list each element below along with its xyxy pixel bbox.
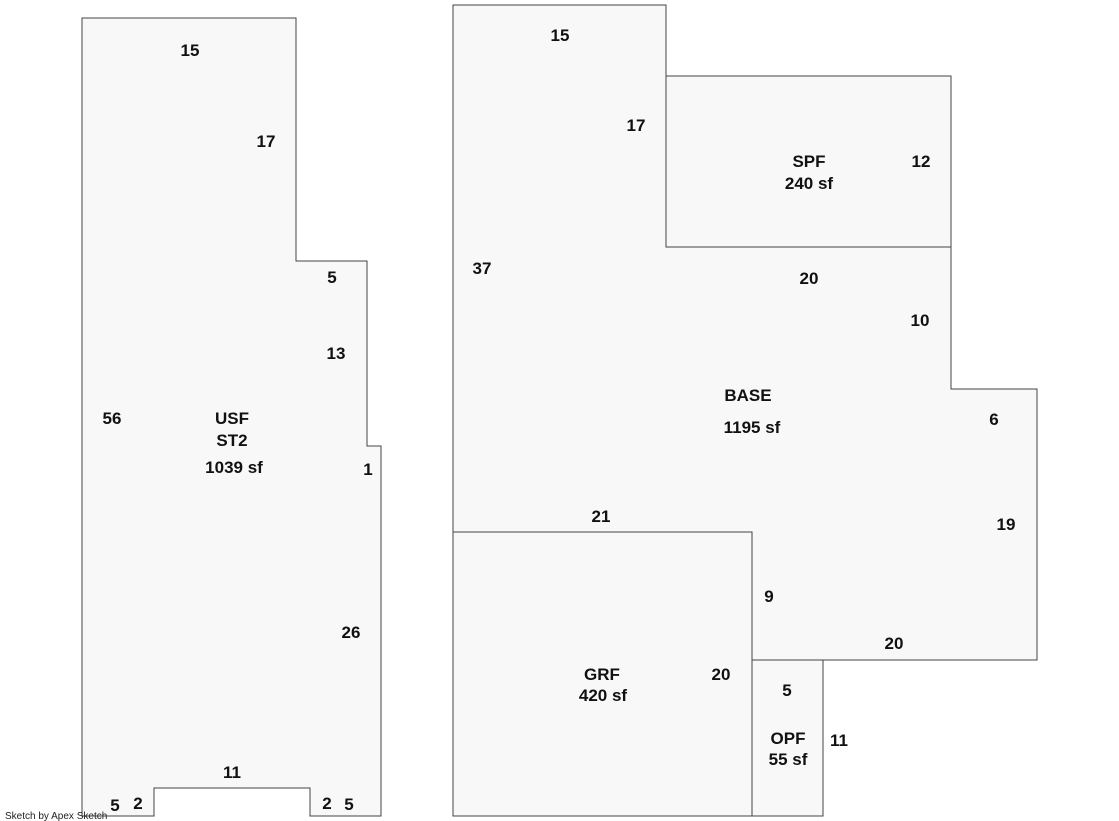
- spf-name: SPF: [792, 152, 825, 171]
- usf-outline: [81, 17, 382, 817]
- spf-area: 240 sf: [785, 174, 834, 193]
- usf-dim-bottom-left-5: 5: [110, 796, 119, 815]
- usf-dim-bottom-right-5: 5: [344, 795, 353, 814]
- usf-dim-right-lower: 26: [342, 623, 361, 642]
- grf-dim: 20: [712, 665, 731, 684]
- usf-dim-bottom-left-2: 2: [133, 794, 142, 813]
- base-dim-right-upper: 10: [911, 311, 930, 330]
- usf-area: 1039 sf: [205, 458, 263, 477]
- usf-dim-top: 15: [181, 41, 200, 60]
- opf-name: OPF: [771, 729, 806, 748]
- usf-dim-jog: 1: [363, 460, 372, 479]
- usf-dim-notch: 11: [223, 763, 241, 782]
- usf-area-name: USF: [215, 409, 249, 428]
- spf-dim: 12: [912, 152, 931, 171]
- usf-dim-right-upper: 17: [257, 132, 276, 151]
- usf-dim-bottom-right-2: 2: [322, 794, 331, 813]
- opf-dim-right: 11: [830, 731, 848, 750]
- base-dim-left: 37: [473, 259, 492, 278]
- spf-outline: [665, 75, 952, 248]
- base-dim-right: 19: [997, 515, 1016, 534]
- base-dim-left-upper: 17: [627, 116, 646, 135]
- usf-dim-left: 56: [103, 409, 122, 428]
- base-dim-mid: 20: [800, 269, 819, 288]
- opf-dim-top: 5: [782, 681, 791, 700]
- base-area: 1195 sf: [724, 418, 781, 437]
- usf-dim-step: 5: [327, 268, 336, 287]
- grf-name: GRF: [584, 665, 620, 684]
- usf-sub-name: ST2: [216, 431, 247, 450]
- grf-area: 420 sf: [579, 686, 628, 705]
- base-dim-bottom-left: 21: [592, 507, 611, 526]
- base-dim-bottom-mid: 9: [764, 587, 773, 606]
- base-dim-bottom-right: 20: [885, 634, 904, 653]
- sketch-credit: Sketch by Apex Sketch: [5, 811, 107, 821]
- base-dim-top: 15: [551, 26, 570, 45]
- opf-area: 55 sf: [769, 750, 808, 769]
- base-dim-right-step: 6: [989, 410, 998, 429]
- usf-dim-right-mid: 13: [327, 344, 346, 363]
- base-name: BASE: [724, 386, 771, 405]
- opf-outline: [751, 659, 824, 817]
